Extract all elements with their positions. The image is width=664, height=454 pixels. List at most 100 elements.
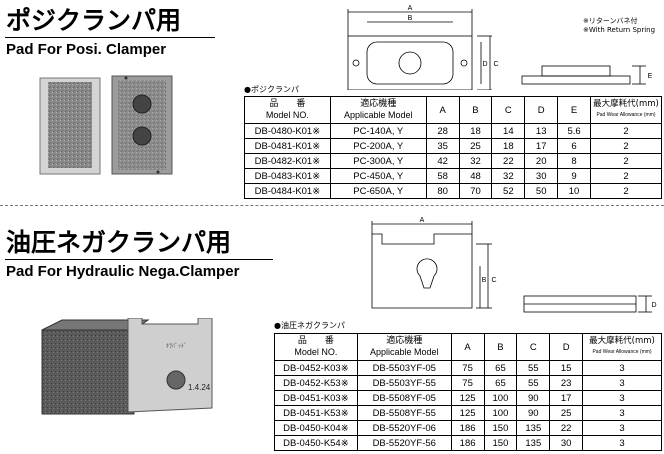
cell-c: 52: [491, 183, 526, 199]
photo-date-stamp: 1.4.24: [188, 383, 211, 392]
cell-b: 65: [483, 375, 518, 391]
cell-e: 10: [557, 183, 591, 199]
col-wear: 最大摩耗代(mm)Pad Wear Allowance (mm): [590, 96, 662, 124]
cell-a: 186: [450, 435, 485, 451]
cell-d: 25: [549, 405, 584, 421]
col-c: C: [516, 333, 551, 361]
cell-wear: 2: [590, 183, 662, 199]
col-wear: 最大摩耗代(mm)Pad Wear Allowance (mm): [582, 333, 662, 361]
cell-c: 55: [516, 360, 551, 376]
cell-d: 17: [524, 138, 559, 154]
cell-b: 65: [483, 360, 518, 376]
cell-d: 22: [549, 420, 584, 436]
cell-applicable: PC-200A, Y: [329, 138, 427, 154]
cell-wear: 2: [590, 168, 662, 184]
cell-c: 90: [516, 390, 551, 406]
dim2-label-a: A: [420, 217, 425, 224]
cell-c: 18: [491, 138, 526, 154]
cell-a: 42: [425, 153, 460, 169]
section2-drawing-side-view: D: [523, 295, 657, 313]
cell-c: 32: [491, 168, 526, 184]
cell-a: 75: [450, 360, 485, 376]
dim-label-d: D: [482, 61, 487, 68]
cell-c: 55: [516, 375, 551, 391]
col-b: B: [458, 96, 493, 124]
cell-b: 32: [458, 153, 493, 169]
dim-label-e: E: [648, 73, 653, 80]
cell-model: DB-0451-K03※: [274, 390, 358, 406]
cell-applicable: DB-5508YF-55: [356, 405, 452, 421]
cell-model: DB-0484-K01※: [244, 183, 331, 199]
cell-wear: 3: [582, 420, 662, 436]
cell-a: 125: [450, 390, 485, 406]
cell-a: 80: [425, 183, 460, 199]
section2-product-photo: ｷﾗﾊﾟｯﾄﾞ 1.4.24: [41, 318, 213, 415]
dim-label-b: B: [408, 15, 413, 22]
return-spring-note-jp: ※リターンバネ付: [583, 17, 638, 25]
cell-c: 90: [516, 405, 551, 421]
cell-b: 25: [458, 138, 493, 154]
section-divider: [0, 205, 664, 206]
cell-b: 150: [483, 420, 518, 436]
cell-model: DB-0451-K53※: [274, 405, 358, 421]
section1-caption: ●ポジクランパ: [244, 85, 299, 94]
cell-a: 186: [450, 420, 485, 436]
section2-caption: ●油圧ネガクランパ: [274, 321, 345, 330]
cell-b: 48: [458, 168, 493, 184]
cell-model: DB-0481-K01※: [244, 138, 331, 154]
cell-e: 9: [557, 168, 591, 184]
cell-b: 70: [458, 183, 493, 199]
cell-applicable: DB-5520YF-56: [356, 435, 452, 451]
dim2-label-c: C: [491, 277, 496, 284]
section1-title-en: Pad For Posi. Clamper: [6, 41, 167, 58]
dim-label-a: A: [408, 5, 413, 12]
cell-model: DB-0482-K01※: [244, 153, 331, 169]
cell-d: 23: [549, 375, 584, 391]
cell-e: 6: [557, 138, 591, 154]
cell-wear: 3: [582, 405, 662, 421]
cell-b: 100: [483, 405, 518, 421]
col-d: D: [524, 96, 559, 124]
section2-title-en: Pad For Hydraulic Nega.Clamper: [6, 263, 240, 280]
cell-model: DB-0452-K03※: [274, 360, 358, 376]
cell-b: 100: [483, 390, 518, 406]
cell-d: 17: [549, 390, 584, 406]
cell-a: 58: [425, 168, 460, 184]
cell-c: 135: [516, 420, 551, 436]
cell-wear: 3: [582, 375, 662, 391]
dim-label-c: C: [493, 61, 498, 68]
cell-model: DB-0480-K01※: [244, 123, 331, 139]
cell-c: 14: [491, 123, 526, 139]
section2-title-rule: [5, 259, 273, 260]
section1-drawing-side-view: E: [521, 65, 653, 85]
cell-d: 30: [549, 435, 584, 451]
photo-marking: ｷﾗﾊﾟｯﾄﾞ: [166, 343, 187, 350]
cell-applicable: DB-5520YF-06: [356, 420, 452, 436]
cell-wear: 3: [582, 435, 662, 451]
cell-d: 50: [524, 183, 559, 199]
cell-wear: 2: [590, 123, 662, 139]
cell-a: 35: [425, 138, 460, 154]
col-a: A: [425, 96, 460, 124]
cell-model: DB-0450-K04※: [274, 420, 358, 436]
dim2-label-d: D: [651, 302, 656, 309]
cell-applicable: DB-5503YF-55: [356, 375, 452, 391]
dim2-label-b: B: [482, 277, 487, 284]
cell-a: 75: [450, 375, 485, 391]
section1-title-rule: [5, 37, 215, 38]
